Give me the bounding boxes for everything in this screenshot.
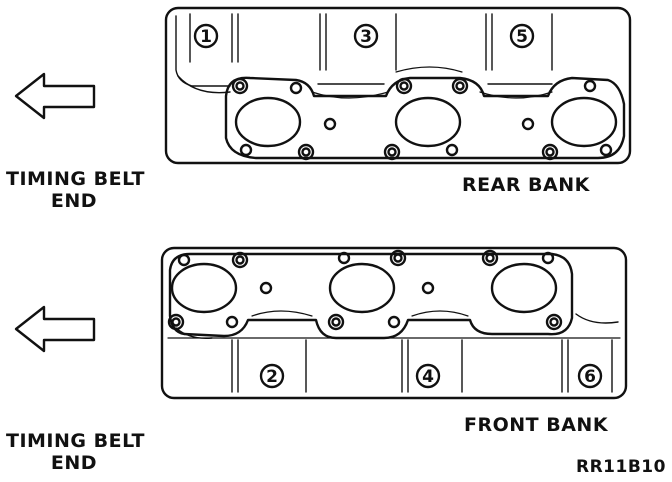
cylinder-number-1: 1 — [200, 27, 212, 47]
cylinder-number-5: 5 — [516, 27, 528, 47]
cylinder-number-3: 3 — [360, 27, 372, 47]
timing-belt-arrow-top — [14, 72, 96, 120]
timing-belt-end-line2-bottom: END — [50, 452, 98, 474]
front-bank-label: FRONT BANK — [464, 414, 609, 436]
rear-exhaust-flange — [224, 76, 626, 160]
front-head-bolts — [167, 249, 563, 331]
rear-bank-label: REAR BANK — [462, 174, 590, 196]
cylinder-number-2: 2 — [266, 367, 278, 387]
rear-head-bolts — [231, 77, 559, 161]
rear-bank-head — [164, 6, 632, 165]
cylinder-number-6: 6 — [584, 367, 596, 387]
timing-belt-end-label-top: TIMING BELT END — [6, 168, 146, 212]
front-exhaust-flange — [168, 252, 574, 340]
figure-code: RR11B10 — [576, 457, 666, 477]
timing-belt-end-line2: END — [50, 190, 98, 212]
front-bank-head — [160, 246, 628, 400]
timing-belt-end-label-bottom: TIMING BELT END — [6, 430, 146, 474]
cylinder-number-4: 4 — [422, 367, 434, 387]
timing-belt-arrow-bottom — [14, 305, 96, 353]
timing-belt-end-line1: TIMING BELT — [6, 168, 146, 190]
timing-belt-end-line1-bottom: TIMING BELT — [6, 430, 146, 452]
